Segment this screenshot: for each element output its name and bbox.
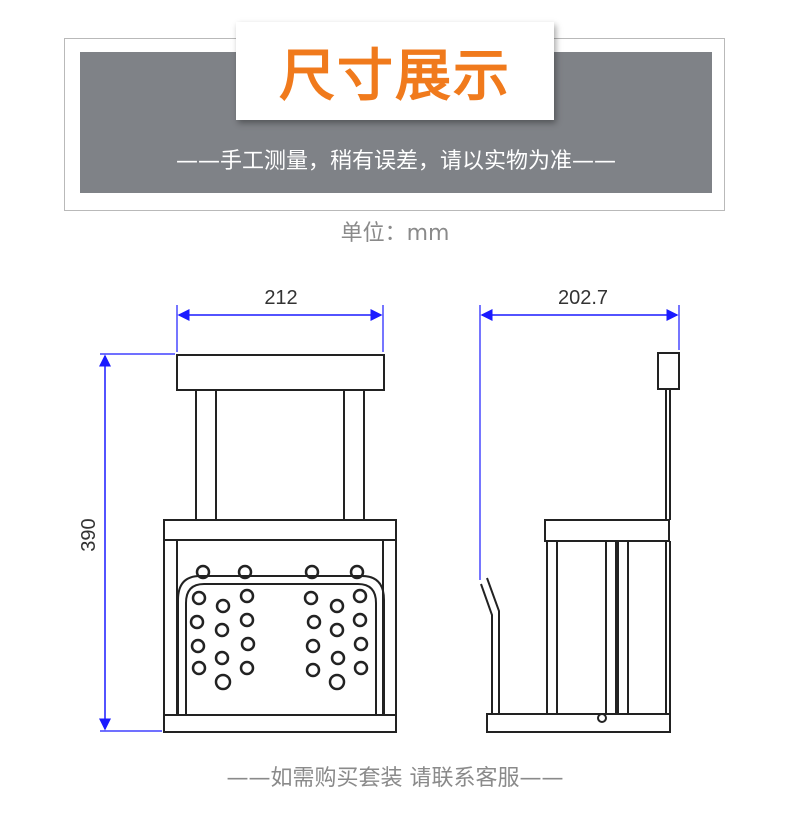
side-base [486,713,671,733]
side-back-post [546,540,558,715]
front-right-post [343,389,365,521]
side-view [480,352,680,733]
side-top-shelf [544,519,670,542]
front-top-bar [176,354,385,391]
page-title: 尺寸展示 [279,43,511,109]
header-subtitle: ——手工测量，稍有误差，请以实物为准—— [175,149,616,174]
front-width-dimension: 212 [176,287,384,352]
height-dimension: 390 [78,353,175,732]
side-width-dimension: 202.7 [479,287,680,580]
unit-label: 单位：mm [340,221,450,246]
front-basket [163,519,397,733]
footer-note: ——如需购买套装 请联系客服—— [226,766,564,791]
title-box: 尺寸展示 [236,22,554,120]
front-hooks [189,564,369,691]
height-label: 390 [78,518,100,551]
side-lip [480,583,493,714]
front-left-post [195,389,217,521]
front-width-label: 212 [264,287,297,309]
side-top-bar [657,352,680,390]
side-width-label: 202.7 [558,287,608,309]
front-inner-frame [177,575,385,715]
side-front-post-2 [617,540,629,715]
front-view [163,354,397,733]
side-front-post-1 [605,540,617,715]
